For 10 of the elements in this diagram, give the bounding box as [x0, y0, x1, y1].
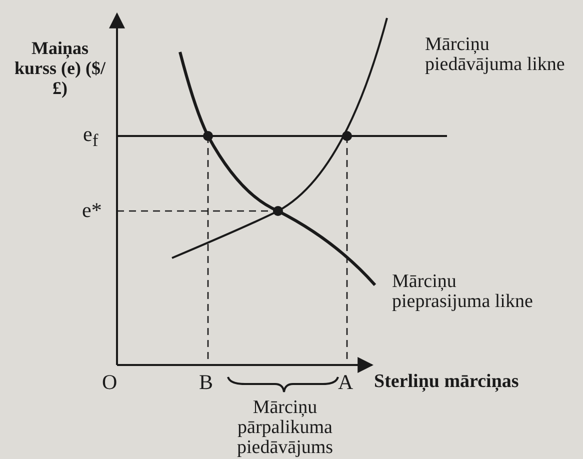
axis-tick-label: e$_{f}$: [83, 124, 100, 150]
axis-tick-label: O: [102, 372, 118, 392]
brace-label: Mārciņu pārpalikuma piedāvājums: [236, 398, 334, 458]
curve-label: Mārciņu pieprasijuma likne: [392, 272, 534, 312]
axis-tick-label: B: [199, 372, 214, 392]
axis-title: Maiņas kurss (e) ($/£): [14, 38, 107, 98]
axis-title: Sterliņu mārciņas: [374, 372, 520, 392]
curve-label: Mārciņu piedāvājuma likne: [425, 35, 566, 75]
axis-tick-label: e*: [82, 200, 103, 220]
axis-tick-label: A: [338, 372, 354, 392]
